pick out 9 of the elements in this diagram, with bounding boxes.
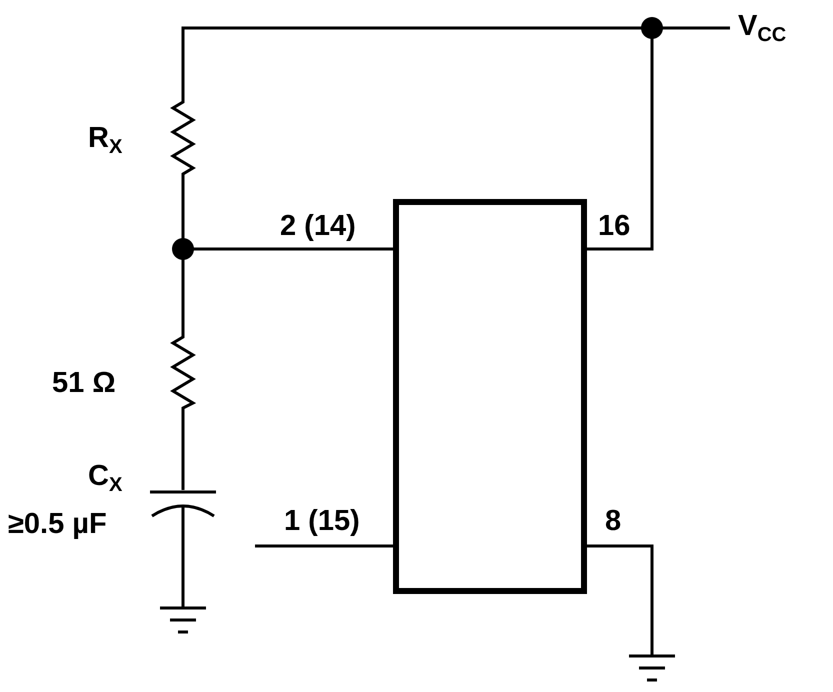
component-label: R$_{X}$ bbox=[88, 122, 122, 160]
pin-label: 16 bbox=[598, 210, 630, 242]
component-label: ≥0.5 µF bbox=[8, 508, 107, 540]
pin-label: 8 bbox=[605, 505, 622, 537]
pin-label: 1 (15) bbox=[284, 505, 360, 537]
component-label: C$_{X}$ bbox=[88, 460, 122, 498]
supply-label: V$_{CC}$ bbox=[738, 10, 786, 48]
pin-label: 2 (14) bbox=[280, 210, 356, 242]
component-label: 51 Ω bbox=[52, 367, 116, 399]
